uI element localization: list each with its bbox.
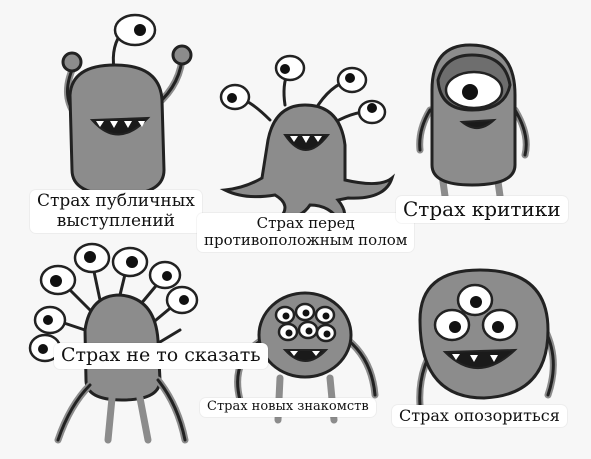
label-fear-embarrassment: Страх опозориться	[392, 405, 567, 428]
label-line: Страх перед	[256, 214, 355, 232]
label-line: Страх опозориться	[399, 406, 560, 425]
label-fear-new-acquaintances: Страх новых знакомств	[200, 398, 376, 417]
one-eye-antenna-monster	[61, 13, 193, 219]
octopus-monster	[219, 54, 395, 225]
label-fear-saying-wrong: Страх не то сказать	[54, 343, 268, 369]
label-line: Страх не то сказать	[61, 344, 261, 366]
label-line: противоположным полом	[204, 231, 408, 250]
label-fear-criticism: Страх критики	[396, 196, 568, 223]
cyclops-monster	[416, 43, 530, 200]
label-fear-public-speaking: Страх публичных выступлений	[30, 190, 202, 234]
three-eyes-monster	[416, 268, 557, 409]
label-line: Страх новых знакомств	[207, 399, 369, 414]
label-fear-opposite-sex: Страх перед противоположным полом	[197, 213, 415, 252]
label-line: выступлений	[56, 210, 176, 231]
many-eyes-monster	[28, 242, 199, 444]
label-line: Страх публичных	[37, 191, 195, 211]
label-line: Страх критики	[403, 197, 561, 221]
